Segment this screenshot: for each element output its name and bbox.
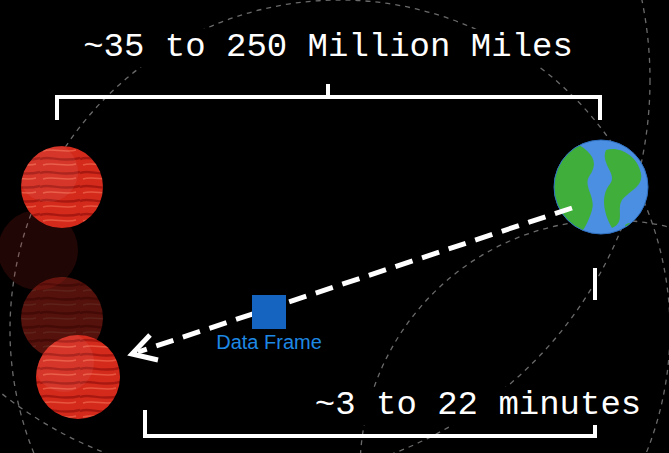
data-frame-node: Data Frame <box>213 295 325 354</box>
mars-planet <box>18 142 103 228</box>
time-label: ~3 to 22 minutes <box>311 387 645 424</box>
distance-label: ~35 to 250 Million Miles <box>79 29 577 66</box>
data-frame-label: Data Frame <box>213 331 325 354</box>
earth-planet <box>540 140 648 240</box>
mars-planet-arrival <box>34 332 120 419</box>
distance-bracket <box>57 84 600 120</box>
transmission-arrow <box>132 208 572 360</box>
data-frame-square <box>252 295 286 329</box>
